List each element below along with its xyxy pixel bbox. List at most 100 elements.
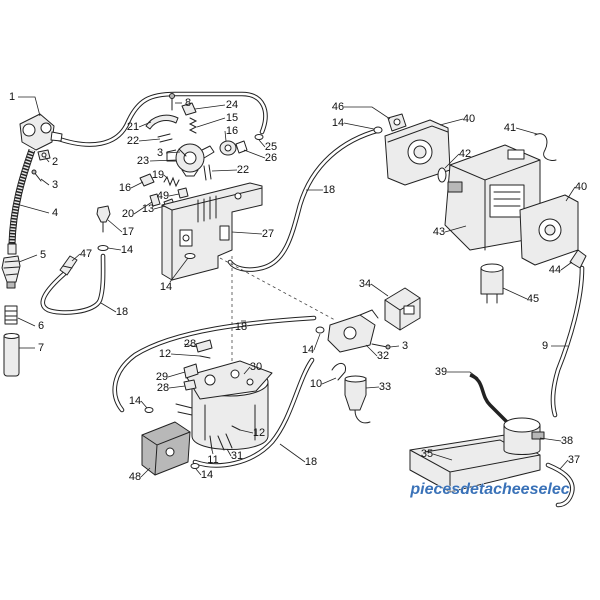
part-39-ribbon-cable [469, 373, 512, 427]
part-28-plate [195, 339, 213, 353]
part-14-ring-pump [373, 126, 383, 134]
leader-20 [133, 201, 153, 215]
part-4-corrugated-hose [7, 148, 36, 255]
leader-14-bottom [195, 468, 202, 476]
part-26-seal [235, 140, 248, 154]
leader-22-left [138, 138, 161, 142]
leader-49 [168, 193, 180, 197]
leader-26 [243, 149, 266, 159]
part-14-ring-bottom [190, 463, 200, 469]
leader-48 [140, 467, 151, 478]
callout-29: 29 [156, 371, 168, 383]
part-45-capacitor [480, 263, 504, 304]
callout-11: 11 [207, 454, 218, 466]
leader-12-top [170, 353, 201, 357]
part-34-fuse-block [384, 287, 421, 331]
callout-26: 26 [265, 152, 277, 164]
callout-1: 1 [9, 91, 15, 103]
callout-2: 2 [52, 156, 58, 168]
callout-18-bottom: 18 [305, 456, 317, 468]
part-32-valve-assembly [327, 309, 379, 353]
callout-25: 25 [265, 141, 277, 153]
callout-16-left: 16 [119, 182, 131, 194]
callout-43: 43 [433, 226, 445, 238]
leader-18-lower-left [100, 302, 117, 313]
part-10-clip [331, 363, 347, 381]
callout-48: 48 [129, 471, 141, 483]
callout-12-bottom: 12 [253, 427, 265, 439]
callout-31: 31 [231, 450, 243, 462]
callout-4: 4 [52, 207, 58, 219]
leader-31 [226, 448, 232, 457]
leader-5 [18, 254, 38, 263]
callout-16-top: 16 [226, 125, 238, 137]
part-2-fitting [37, 149, 51, 161]
tube-18-pump [227, 127, 383, 272]
callout-45: 45 [527, 293, 539, 305]
part-12-screw-top [199, 355, 211, 359]
callout-19: 19 [152, 169, 164, 181]
part-44-elbow [569, 249, 587, 269]
part-41-cable [534, 133, 557, 161]
part-29-clamp [183, 363, 199, 379]
part-20-piece [149, 193, 161, 207]
part-28-plate-lower [183, 379, 197, 391]
callout-8: 8 [185, 97, 191, 109]
leader-39 [447, 371, 479, 379]
leader-15 [196, 117, 226, 128]
callout-5: 5 [40, 249, 46, 261]
part-21-clip [145, 114, 179, 130]
callout-18-middle: 18 [235, 321, 247, 333]
callout-14-valve: 14 [302, 344, 314, 356]
tube-18-lower-left [40, 253, 106, 315]
callout-22-right: 22 [237, 164, 249, 176]
callout-3-valve: 3 [402, 340, 408, 352]
callout-14-bottom: 14 [201, 469, 213, 481]
callout-14-left: 14 [121, 244, 133, 256]
leader-1 [18, 96, 41, 117]
callout-37: 37 [568, 454, 580, 466]
callout-41: 41 [504, 122, 516, 134]
callout-35: 35 [421, 448, 433, 460]
callout-10: 10 [310, 378, 322, 390]
leader-42 [444, 153, 460, 169]
callout-12-top: 12 [159, 348, 171, 360]
part-16-cylinder-left [139, 173, 155, 187]
part-40-bracket-right [519, 194, 579, 266]
leader-14-left [107, 247, 122, 251]
part-19-spring [163, 175, 180, 188]
callout-30: 30 [250, 361, 262, 373]
part-5-nozzle [1, 255, 21, 289]
callout-24: 24 [226, 99, 238, 111]
part-14-ring-boiler [144, 407, 154, 413]
callout-17: 17 [122, 226, 134, 238]
part-25-ring [254, 134, 264, 140]
part-22-pins-right [203, 164, 212, 181]
callout-18-pump: 18 [323, 184, 335, 196]
callout-27: 27 [262, 228, 274, 240]
callout-3: 3 [52, 179, 58, 191]
leader-6 [17, 317, 36, 327]
leader-37 [559, 459, 569, 470]
callout-46: 46 [332, 101, 344, 113]
part-24-bracket [181, 102, 197, 116]
leader-35 [432, 453, 453, 461]
part-42-ring [437, 167, 447, 183]
callout-21: 21 [127, 121, 139, 133]
callout-labels: 1 2 3 4 5 6 7 8 24 15 21 22 16 25 3 26 2… [9, 91, 587, 483]
leader-4 [19, 204, 50, 214]
leader-40-right [565, 186, 576, 202]
watermark-text: piecesdetacheeselec [409, 481, 569, 498]
callout-28-lower: 28 [157, 382, 169, 394]
part-40-bracket-left [384, 119, 451, 186]
callout-18-lower-left: 18 [116, 306, 128, 318]
callout-28: 28 [184, 338, 196, 350]
callout-14-pump: 14 [332, 117, 344, 129]
leader-40-left [439, 118, 464, 126]
part-7-cylinder [3, 333, 20, 377]
callout-40-right: 40 [575, 181, 587, 193]
part-14-ring-left [97, 245, 109, 251]
part-48-cover [141, 421, 191, 476]
tube-9 [550, 265, 585, 418]
leader-41 [515, 127, 538, 135]
